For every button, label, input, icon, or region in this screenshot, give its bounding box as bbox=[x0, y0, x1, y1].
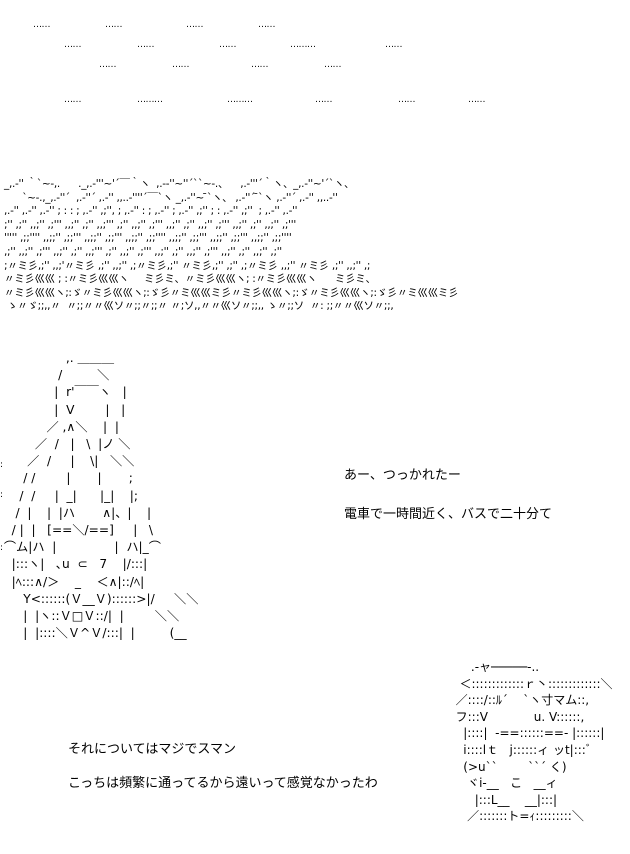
sky-dots: …… bbox=[64, 40, 82, 50]
sky-dots: …… bbox=[99, 60, 117, 70]
sky-dots: ……… bbox=[227, 95, 253, 105]
speech-line: それについてはマジでスマン bbox=[68, 742, 236, 757]
sky-dots: …… bbox=[251, 60, 269, 70]
speech-line: あー、つっかれたー bbox=[344, 468, 461, 483]
edge-mark: : bbox=[0, 543, 4, 553]
sky-dots: …… bbox=[385, 40, 403, 50]
sky-dots: …… bbox=[186, 20, 204, 30]
sky-dots: …… bbox=[468, 95, 486, 105]
character-large-art: ,. ＿＿＿ / ＼ | r'￣￣ヽ | | V | | ／ ,∧＼ | | ／… bbox=[3, 351, 199, 641]
sky-dots: …… bbox=[258, 20, 276, 30]
sky-dots: …… bbox=[324, 60, 342, 70]
sky-dots: ……… bbox=[290, 40, 316, 50]
sky-dots: …… bbox=[64, 95, 82, 105]
sky-dots: …… bbox=[398, 95, 416, 105]
character-small-art: .-ャ─────-.. ＜:::::::::::::ｒ丶::::::::::::… bbox=[455, 660, 613, 824]
sky-dots: ……… bbox=[137, 95, 163, 105]
edge-mark: : bbox=[0, 490, 4, 500]
sky-dots: …… bbox=[315, 95, 333, 105]
sky-dots: …… bbox=[137, 40, 155, 50]
sky-dots: …… bbox=[219, 40, 237, 50]
speech-line: こっちは頻繁に通ってるから遠いって感覚なかったわ bbox=[68, 776, 378, 791]
cloud-band-art: _,.-'' ｀`~-,. ._,.-'''~'´￣｀ヽ ,.-‐''~''´`… bbox=[4, 178, 459, 313]
sky-dots: …… bbox=[172, 60, 190, 70]
sky-dots: …… bbox=[105, 20, 123, 30]
edge-mark: : bbox=[0, 460, 4, 470]
speech-line: 電車で一時間近く、バスで二十分て bbox=[344, 507, 553, 522]
sky-dots: …… bbox=[33, 20, 51, 30]
